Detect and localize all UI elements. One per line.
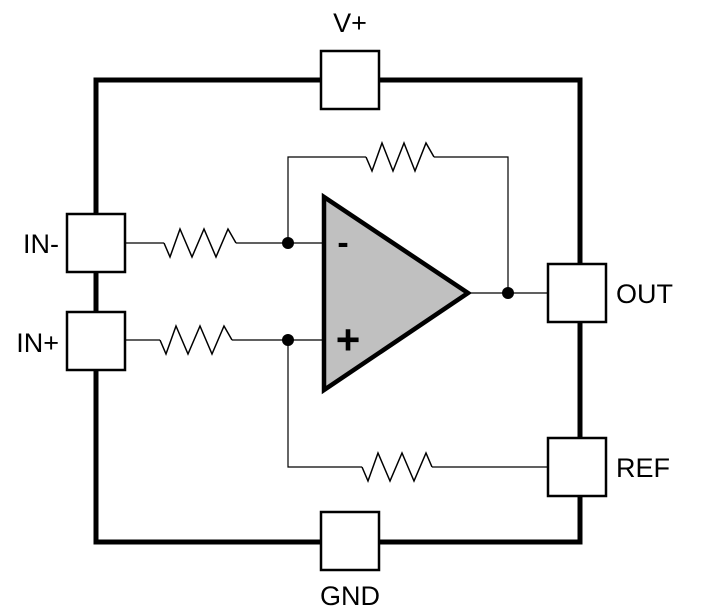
pin-box-vplus [319,49,381,111]
pin-label-in-minus: IN- [23,229,59,259]
junction-noninverting-node [282,334,294,346]
pin-label-gnd: GND [320,581,380,611]
junction-output-node [502,287,514,299]
in-minus-resistor [163,226,237,260]
ref-wire [287,340,548,468]
junction-inverting-node [282,237,294,249]
pin-label-ref: REF [616,453,670,483]
feedback-resistor [365,140,435,174]
pin-label-out: OUT [616,279,673,309]
in-plus-resistor [159,323,233,357]
opamp-noninverting-sign: + [336,316,361,363]
opamp-triangle [321,192,473,395]
pin-box-in-plus [65,310,127,372]
pin-box-ref [546,436,608,498]
feedback-wire [287,156,509,293]
pin-label-vplus: V+ [333,8,367,38]
pin-box-out [546,262,608,324]
opamp-inverting-sign: - [337,224,348,262]
pin-box-in-minus [65,212,127,274]
ref-resistor [361,450,433,484]
pin-box-gnd [319,510,381,572]
pin-label-in-plus: IN+ [16,328,59,358]
